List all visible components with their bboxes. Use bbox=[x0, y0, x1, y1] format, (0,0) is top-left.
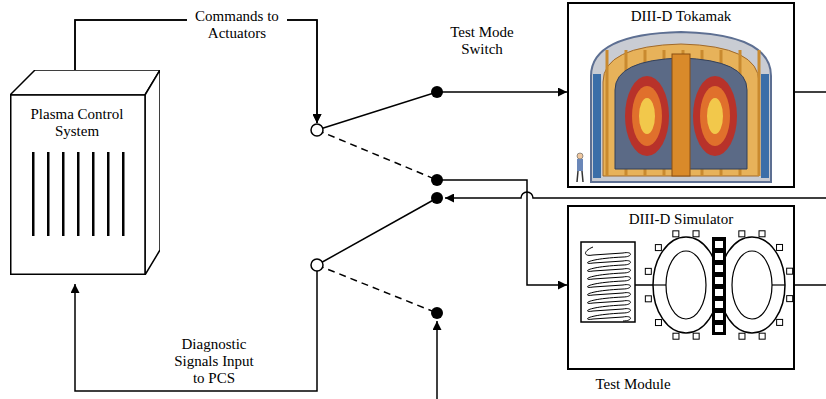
switch-pivot bbox=[311, 259, 323, 271]
switch-contact bbox=[431, 174, 443, 186]
cube-drawing bbox=[10, 70, 160, 275]
switch-pivot bbox=[311, 124, 323, 136]
output-wire bbox=[795, 91, 826, 93]
tokamak-illustration bbox=[569, 4, 793, 186]
signal-label: Diagnostic Signals Input to PCS bbox=[167, 336, 261, 387]
return-wire bbox=[445, 192, 826, 198]
node-title: Plasma Control System bbox=[22, 106, 132, 140]
switch-contact bbox=[431, 307, 443, 319]
output-wire bbox=[795, 284, 826, 286]
connector-segment bbox=[317, 130, 437, 180]
feedback-wire bbox=[75, 271, 317, 391]
node-title: DIII-D Tokamak bbox=[569, 8, 793, 25]
node-title: DIII-D Simulator bbox=[569, 211, 793, 228]
simulator-illustration bbox=[569, 207, 793, 368]
node-caption: Test Module bbox=[583, 376, 683, 393]
connector-segment bbox=[437, 180, 567, 285]
signal-label: Commands to Actuators bbox=[187, 8, 287, 42]
switch-blade bbox=[317, 198, 437, 265]
switch-blade-dashed bbox=[317, 265, 437, 313]
switch-contact bbox=[431, 86, 443, 98]
simulator-box: DIII-D SimulatorTest Module bbox=[567, 205, 795, 370]
signal-connector bbox=[75, 20, 567, 285]
switch-label: Test Mode Switch bbox=[442, 24, 522, 58]
tokamak-box: DIII-D Tokamak bbox=[567, 2, 795, 188]
input-wire bbox=[436, 321, 438, 399]
controller-cube: Plasma Control System bbox=[10, 70, 160, 275]
switch-contact bbox=[431, 192, 443, 204]
connector-segment bbox=[317, 92, 567, 130]
